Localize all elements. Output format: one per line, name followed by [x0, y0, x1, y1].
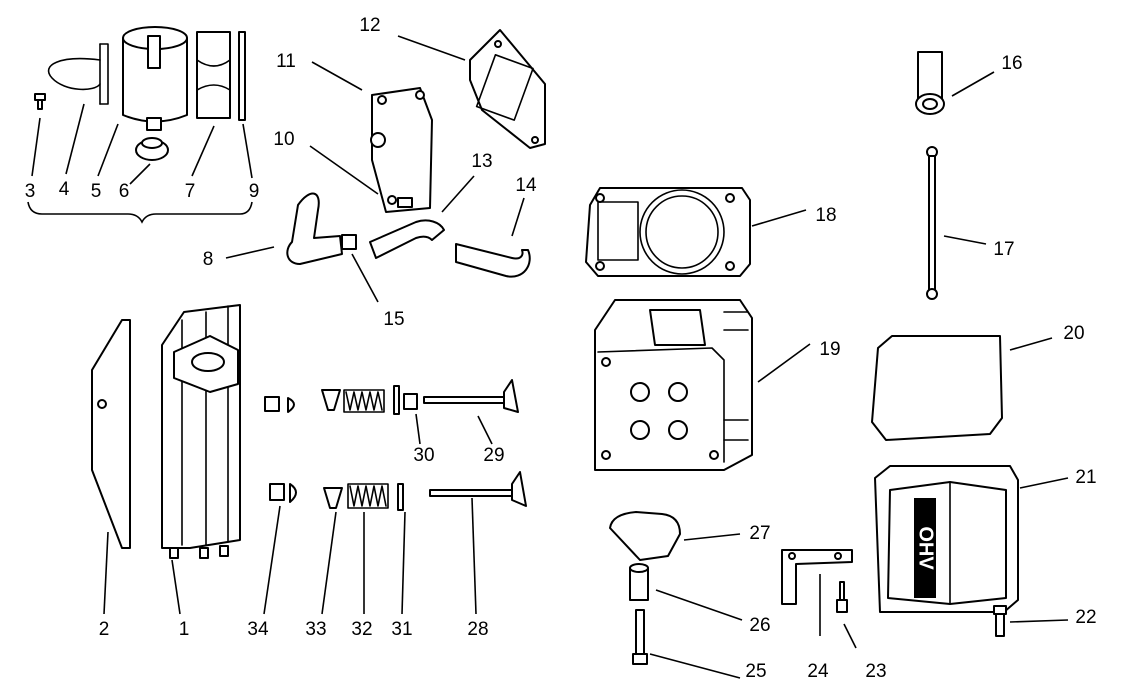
- part-19-cylinder-head: [594, 299, 753, 471]
- callout-28: 28: [467, 619, 488, 640]
- part-24-bracket: [781, 549, 853, 605]
- part-25-stud: [632, 609, 648, 665]
- part-31-seal-upper: [393, 385, 400, 415]
- callout-5: 5: [91, 181, 102, 202]
- part-27-deflector: [609, 511, 681, 561]
- callout-9: 9: [249, 181, 260, 202]
- part-4-clamp: [47, 43, 109, 105]
- callout-2: 2: [99, 619, 110, 640]
- part-2-side-cover: [91, 319, 131, 549]
- part-11-valve-cover-plate: [370, 87, 433, 213]
- callout-21: 21: [1075, 467, 1096, 488]
- part-keepers-upper: [264, 396, 295, 413]
- callout-24: 24: [807, 661, 829, 682]
- part-6-cap: [135, 137, 169, 161]
- callout-19: 19: [819, 339, 840, 360]
- part-10-fitting: [397, 197, 413, 208]
- part-30-seal: [403, 393, 418, 410]
- callout-11: 11: [276, 51, 296, 72]
- part-21-valve-cover: OHV: [874, 465, 1019, 613]
- callout-31: 31: [391, 619, 412, 640]
- part-32-spring: [347, 483, 389, 509]
- part-18-head-gasket: [585, 187, 751, 277]
- callout-15: 15: [383, 309, 404, 330]
- part-9-gasket: [238, 31, 246, 121]
- part-14-hose: [455, 243, 531, 278]
- callout-7: 7: [185, 181, 196, 202]
- callout-29: 29: [483, 445, 504, 466]
- callout-25: 25: [745, 661, 766, 682]
- part-5-filter-canister: [122, 26, 188, 131]
- part-31-seal: [397, 483, 404, 511]
- part-20-cover-gasket: [871, 335, 1003, 441]
- part-8-elbow-hose: [286, 192, 343, 265]
- group-brace: [27, 201, 253, 224]
- callout-8: 8: [203, 249, 214, 270]
- callout-4: 4: [59, 179, 70, 200]
- callout-1: 1: [179, 619, 190, 640]
- part-34-keepers: [269, 483, 297, 503]
- part-29-valve: [423, 379, 519, 413]
- callout-3: 3: [25, 181, 36, 202]
- part-22-bolt: [993, 605, 1007, 637]
- part-3-screw: [34, 93, 46, 110]
- callout-16: 16: [1001, 53, 1022, 74]
- part-16-tappet: [915, 51, 945, 115]
- callout-26: 26: [749, 615, 770, 636]
- part-23-screw: [836, 581, 848, 613]
- callout-30: 30: [413, 445, 434, 466]
- cover-ohv-lettering: OHV: [915, 526, 937, 570]
- part-33-retainer: [323, 487, 343, 509]
- callout-27: 27: [749, 523, 770, 544]
- svg-text:OHV: OHV: [915, 526, 937, 570]
- part-28-valve: [429, 471, 527, 507]
- callout-labels: 3 4 5 6 7 9 8 10 11 12 13 14 15 16 17 18…: [25, 15, 1097, 682]
- callout-18: 18: [815, 205, 836, 226]
- part-26-bushing: [629, 563, 649, 601]
- callout-17: 17: [993, 239, 1014, 260]
- part-7-foam-element: [196, 31, 231, 119]
- callout-20: 20: [1063, 323, 1084, 344]
- callout-34: 34: [247, 619, 269, 640]
- callout-23: 23: [865, 661, 886, 682]
- callout-10: 10: [273, 129, 294, 150]
- callout-12: 12: [359, 15, 380, 36]
- callout-33: 33: [305, 619, 326, 640]
- part-15-clip: [341, 234, 357, 250]
- leader-lines: [31, 35, 1069, 679]
- callout-6: 6: [119, 181, 130, 202]
- callout-22: 22: [1075, 607, 1096, 628]
- part-13-hose: [369, 219, 445, 259]
- callout-13: 13: [471, 151, 492, 172]
- part-retainer-upper: [321, 389, 341, 411]
- part-spring-upper: [343, 389, 385, 413]
- callout-14: 14: [515, 175, 537, 196]
- callout-32: 32: [351, 619, 372, 640]
- part-1-cylinder-block: [161, 304, 241, 559]
- part-17-pushrod: [926, 146, 938, 300]
- part-12-gasket-plate: [469, 29, 546, 149]
